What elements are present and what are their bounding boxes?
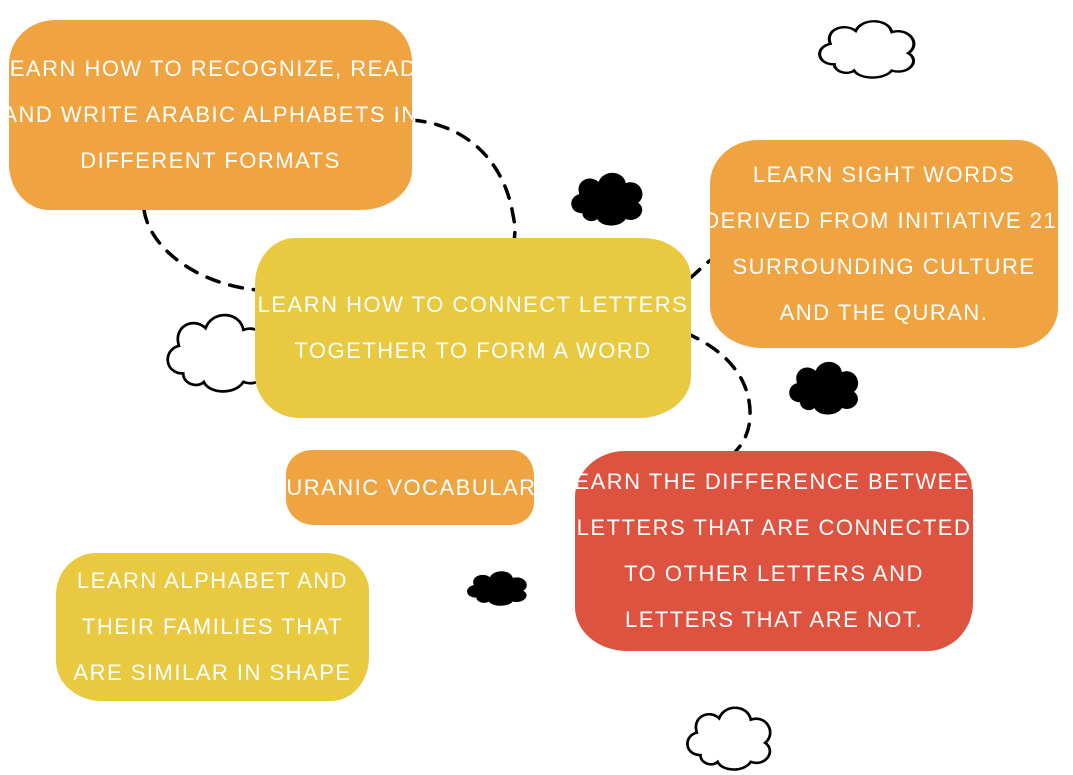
box-text-line: TOGETHER TO FORM A WORD [294,328,651,374]
box-text-line: LEARN HOW TO CONNECT LETTERS [258,282,689,328]
box-text-line: DERIVED FROM INITIATIVE 21, [703,198,1065,244]
box-text-line: DIFFERENT FORMATS [80,138,341,184]
box-text-line: LETTERS THAT ARE NOT. [625,597,923,643]
box-recognize-read-write: LEARN HOW TO RECOGNIZE, READ,AND WRITE A… [9,20,412,210]
box-text-line: THEIR FAMILIES THAT [82,604,343,650]
box-text-line: TO OTHER LETTERS AND [624,551,924,597]
box-text-line: QURANIC VOCABULARY [268,465,553,511]
outline-cloud-icon [168,315,267,391]
outline-cloud-icon [687,708,770,770]
outline-cloud-icon [820,21,914,77]
filled-cloud-icon [789,362,858,415]
box-text-line: LEARN HOW TO RECOGNIZE, READ, [0,46,425,92]
box-text-line: ARE SIMILAR IN SHAPE [73,650,351,696]
box-quranic-vocabulary: QURANIC VOCABULARY [286,450,534,525]
box-text-line: LETTERS THAT ARE CONNECTED [577,505,972,551]
filled-cloud-icon [467,571,527,606]
box-text-line: SURROUNDING CULTURE [732,244,1035,290]
box-text-line: LEARN SIGHT WORDS [753,152,1015,198]
box-text-line: LEARN THE DIFFERENCE BETWEEN [561,459,988,505]
box-text-line: AND THE QURAN. [780,290,989,336]
filled-cloud-icon [571,173,642,226]
box-text-line: AND WRITE ARABIC ALPHABETS IN [2,92,418,138]
box-text-line: LEARN ALPHABET AND [77,558,348,604]
